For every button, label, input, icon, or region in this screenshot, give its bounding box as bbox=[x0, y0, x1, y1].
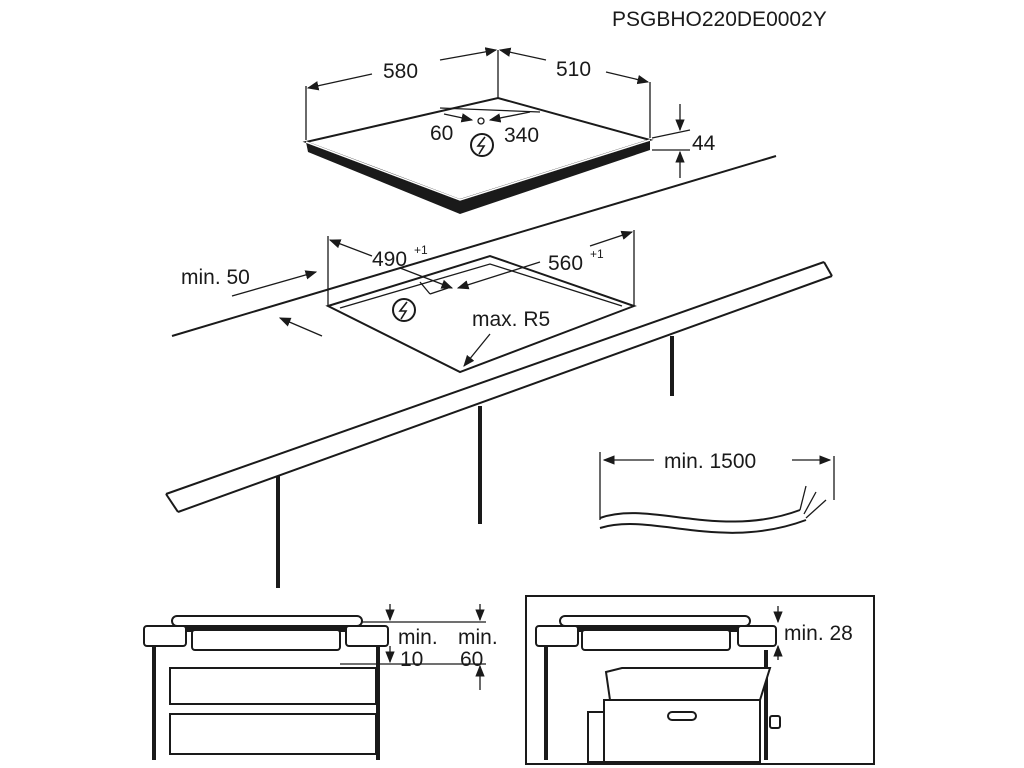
cutout-width-label: 490 bbox=[372, 248, 407, 271]
min-depth-value: 60 bbox=[460, 648, 483, 671]
cable-length-label: min. 1500 bbox=[664, 450, 756, 473]
hob-width-label: 580 bbox=[383, 60, 418, 83]
cutout: 490 +1 560 +1 max. R5 min. 50 bbox=[181, 230, 637, 374]
cable-offset-b-label: 340 bbox=[504, 124, 539, 147]
worktop bbox=[165, 155, 833, 588]
hob-height-label: 44 bbox=[692, 132, 716, 155]
section-left: min. 10 min. 60 bbox=[143, 604, 498, 760]
cutout-width-tol: +1 bbox=[414, 243, 428, 257]
min-clearance-label: min. 28 bbox=[784, 622, 853, 645]
electric-connection-icon bbox=[392, 298, 416, 322]
doc-code: PSGBHO220DE0002Y bbox=[612, 8, 827, 31]
power-cable: min. 1500 bbox=[599, 450, 835, 534]
hob bbox=[302, 96, 654, 214]
cutout-radius-label: max. R5 bbox=[472, 308, 550, 331]
cutout-depth-tol: +1 bbox=[590, 247, 604, 261]
min-gap-value: 10 bbox=[400, 648, 423, 671]
electric-connection-icon bbox=[470, 133, 494, 157]
cable-offset-a-label: 60 bbox=[430, 122, 453, 145]
min-gap-label: min. bbox=[398, 626, 438, 649]
hob-depth-label: 510 bbox=[556, 58, 591, 81]
cutout-depth-label: 560 bbox=[548, 252, 583, 275]
edge-clearance-label: min. 50 bbox=[181, 266, 250, 289]
hob-dimensions: 580 510 44 60 340 bbox=[305, 47, 716, 178]
section-right: min. 28 bbox=[525, 595, 875, 765]
min-depth-label: min. bbox=[458, 626, 498, 649]
